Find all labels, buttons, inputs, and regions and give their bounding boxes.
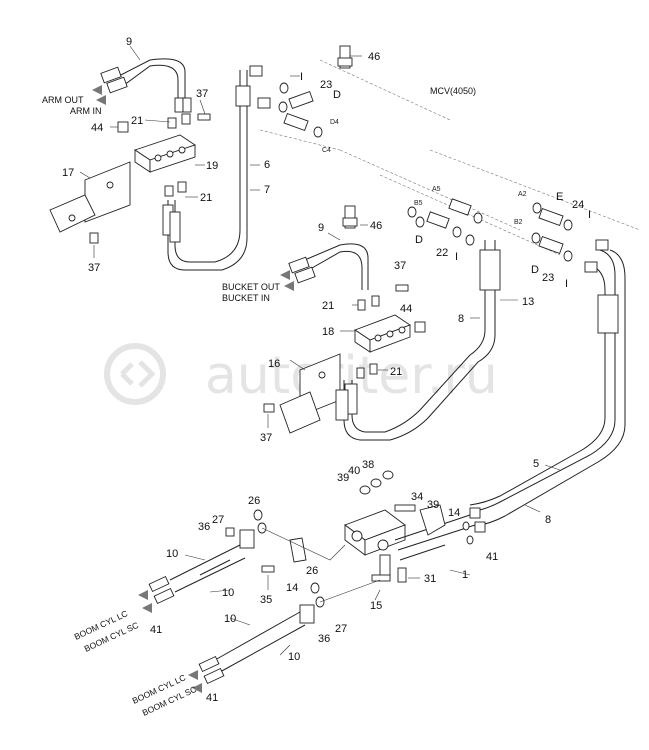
part-number: 15 (370, 600, 382, 612)
bucket-hose-group (263, 198, 626, 527)
part-number: 37 (196, 88, 208, 100)
boom-hose-group (138, 470, 486, 693)
label-arm-out: ARM OUT (42, 95, 84, 105)
part-number: 5 (533, 458, 539, 470)
port-b2: B2 (514, 219, 523, 226)
part-number: 46 (368, 51, 380, 63)
part-number: 10 (224, 613, 236, 625)
part-number: 26 (248, 495, 260, 507)
label-arm-in: ARM IN (70, 106, 102, 116)
label-bucket-out: BUCKET OUT (222, 282, 280, 292)
part-number: 36 (198, 521, 210, 533)
part-number: 40 (348, 465, 360, 477)
part-number: 23 (320, 79, 332, 91)
part-number: D (415, 234, 423, 246)
part-number: 27 (335, 623, 347, 635)
port-a2: A2 (518, 191, 527, 198)
part-number: 26 (306, 565, 318, 577)
part-number: 13 (522, 296, 534, 308)
part-number: 1 (462, 569, 468, 581)
part-number: 21 (131, 115, 143, 127)
part-number: 22 (436, 247, 448, 259)
port-b5: B5 (414, 200, 423, 207)
part-number: 34 (411, 491, 423, 503)
part-number: 21 (200, 192, 212, 204)
part-number: I (300, 71, 303, 83)
part-number: D (531, 264, 539, 276)
part-number: I (588, 209, 591, 221)
part-number: 46 (370, 220, 382, 232)
port-a5: A5 (432, 186, 441, 193)
part-number: 10 (166, 548, 178, 560)
part-number: 10 (288, 651, 300, 663)
part-number: D (333, 89, 341, 101)
part-number: 24 (572, 199, 584, 211)
part-number: 16 (268, 358, 280, 370)
part-number: 14 (286, 582, 298, 594)
port-c4: C4 (322, 147, 331, 154)
part-number: 14 (448, 507, 460, 519)
part-number: 37 (394, 260, 406, 272)
part-number: 35 (260, 594, 272, 606)
part-number: 41 (206, 692, 218, 704)
part-number: 27 (212, 514, 224, 526)
part-number: 44 (400, 303, 412, 315)
part-number: 9 (318, 222, 324, 234)
part-number: 37 (260, 432, 272, 444)
part-number: 21 (390, 366, 402, 378)
port-d4: D4 (330, 119, 339, 126)
part-number: 23 (542, 272, 554, 284)
part-number: 41 (486, 551, 498, 563)
part-number: 7 (264, 184, 270, 196)
part-number: 37 (88, 262, 100, 274)
part-number: 36 (318, 633, 330, 645)
part-number: 10 (222, 587, 234, 599)
part-number: 9 (126, 36, 132, 48)
part-number: 17 (62, 167, 74, 179)
part-number: 19 (206, 160, 218, 172)
part-number: E (556, 191, 563, 203)
part-number: 6 (264, 159, 270, 171)
valve-title: MCV(4050) (430, 86, 476, 96)
label-bucket-in: BUCKET IN (222, 293, 270, 303)
part-number: 41 (150, 624, 162, 636)
part-number: 21 (322, 300, 334, 312)
part-numbers: 9 46 I 23 D 37 21 44 19 6 17 7 21 37 9 4… (62, 36, 591, 704)
part-number: 44 (91, 122, 103, 134)
part-number: 18 (322, 326, 334, 338)
part-number: I (565, 278, 568, 290)
part-number: I (455, 251, 458, 263)
leader-lines (79, 45, 561, 656)
part-number: 8 (458, 313, 464, 325)
mcv-outline (259, 59, 641, 256)
part-number: 8 (545, 514, 551, 526)
part-number: 39 (337, 472, 349, 484)
part-number: 39 (427, 499, 439, 511)
part-number: 31 (424, 573, 436, 585)
arm-hose-group (49, 45, 353, 271)
part-number: 38 (362, 459, 374, 471)
